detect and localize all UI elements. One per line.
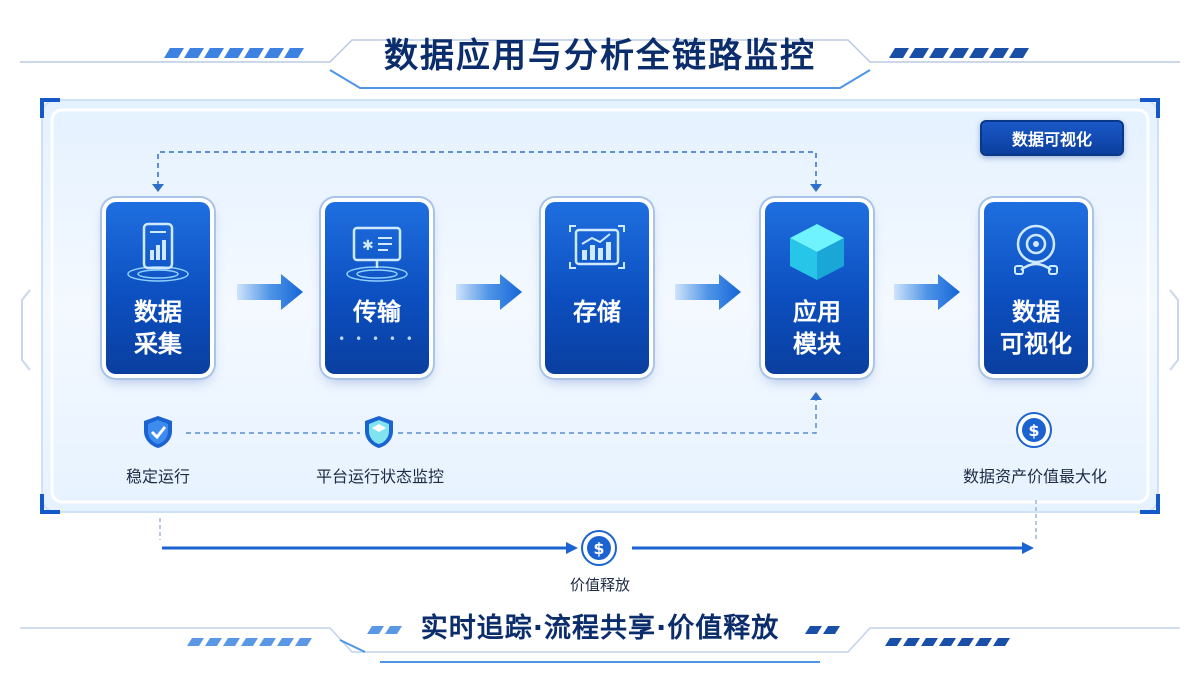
monitor-network-icon: ✱	[337, 216, 417, 286]
status-platform-label: 平台运行状态监控	[315, 467, 444, 486]
value-release-label: 价值释放	[569, 576, 630, 594]
status-stable-label: 稳定运行	[125, 467, 190, 486]
stage-transmission[interactable]: ✱ 传输 • • • • •	[325, 202, 429, 374]
page-title: 数据应用与分析全链路监控	[384, 36, 816, 76]
stage-label-line1: 存储	[573, 298, 621, 326]
stage-label-line1: 传输	[353, 298, 401, 326]
svg-text:$: $	[593, 539, 604, 558]
flow-arrow-1	[237, 274, 303, 310]
footer-subtitle: 实时追踪·流程共享·价值释放	[420, 613, 780, 644]
svg-text:$: $	[1028, 421, 1039, 440]
stage-data-visualization[interactable]: 数据 可视化	[984, 202, 1088, 374]
stage-label-line2: 模块	[793, 330, 841, 358]
stage-application-module[interactable]: 应用 模块	[765, 202, 869, 374]
flow-arrow-3	[675, 274, 741, 310]
stage-label-line1: 应用	[793, 298, 841, 326]
data-visualization-badge: 数据可视化	[980, 120, 1124, 156]
flow-arrow-2	[456, 274, 522, 310]
tablet-signal-icon	[118, 216, 198, 286]
stage-label-line1: 数据	[134, 298, 182, 326]
shield-check-icon	[144, 416, 172, 448]
camera-robot-icon	[996, 216, 1076, 286]
shield-monitor-icon	[365, 416, 393, 448]
bar-chart-screen-icon	[557, 216, 637, 286]
flow-arrow-4	[894, 274, 960, 310]
stage-data-collection[interactable]: 数据 采集	[106, 202, 210, 374]
cube-icon	[777, 216, 857, 286]
stage-storage[interactable]: 存储	[545, 202, 649, 374]
dollar-coin-icon: $	[1016, 412, 1052, 448]
stage-label-line2: 采集	[134, 330, 182, 358]
stage-label-line1: 数据	[1012, 298, 1060, 326]
dollar-coin-icon: $	[581, 530, 617, 566]
status-max-value-label: 数据资产价值最大化	[962, 467, 1107, 486]
stage-label-line2: 可视化	[1000, 330, 1072, 358]
stage-dots: • • • • •	[338, 332, 416, 346]
svg-text:✱: ✱	[362, 238, 374, 254]
